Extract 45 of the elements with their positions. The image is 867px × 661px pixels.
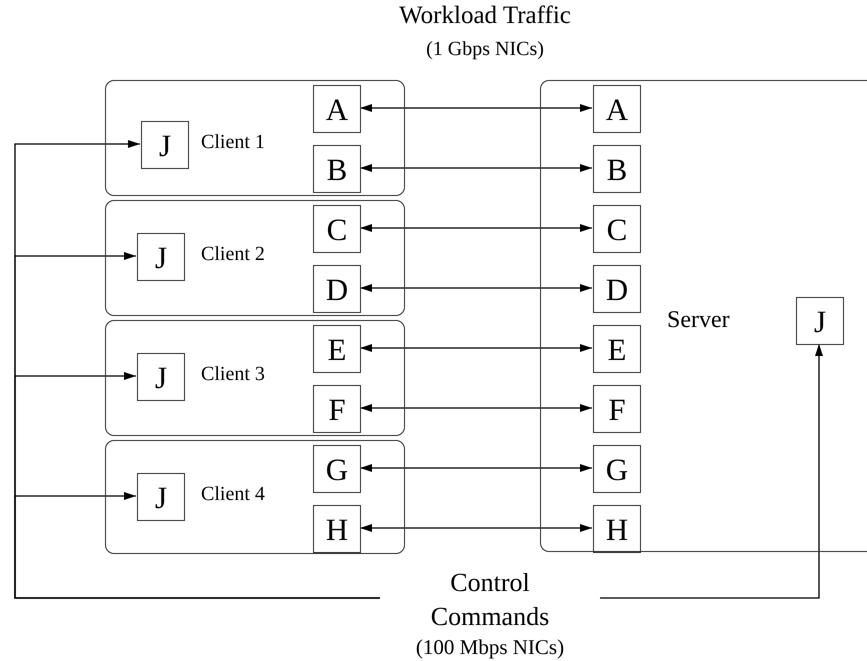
double-arrow [360, 344, 592, 352]
nic-box: E [593, 325, 641, 373]
nic-box: J [137, 233, 185, 281]
client-label: Client 4 [201, 483, 265, 506]
double-arrow [360, 464, 592, 472]
double-arrow [360, 164, 592, 172]
nic-box: C [313, 205, 361, 253]
nic-box: J [137, 353, 185, 401]
nic-box: D [593, 265, 641, 313]
server-box [540, 80, 867, 552]
network-label: Control Commands [430, 567, 550, 633]
double-arrow [360, 104, 592, 112]
nic-box: H [313, 505, 361, 553]
client-box [105, 320, 405, 436]
nic-box: G [313, 445, 361, 493]
arrow [600, 344, 823, 599]
nic-box: H [593, 505, 641, 553]
double-arrow [360, 404, 592, 412]
server-label: Server [667, 307, 730, 334]
nic-box: B [313, 145, 361, 193]
nic-box: A [313, 85, 361, 133]
subtitle: (1 Gbps NICs) [425, 38, 545, 61]
client-label: Client 3 [201, 363, 265, 386]
double-arrow [360, 524, 592, 532]
arrow [14, 492, 380, 599]
double-arrow [360, 224, 592, 232]
double-arrow [360, 284, 592, 292]
client-box [105, 440, 405, 554]
nic-box: J [137, 473, 185, 521]
nic-box: J [796, 297, 844, 345]
nic-box: A [593, 85, 641, 133]
client-label: Client 1 [201, 131, 265, 154]
nic-box: B [593, 145, 641, 193]
client-label: Client 2 [201, 243, 265, 266]
nic-box: F [593, 385, 641, 433]
title: Workload Traffic [398, 2, 572, 30]
nic-box: D [313, 265, 361, 313]
nic-box: J [141, 121, 189, 169]
nic-box: F [313, 385, 361, 433]
nic-box: C [593, 205, 641, 253]
client-box [105, 200, 405, 316]
network-note: (100 Mbps NICs) [416, 634, 564, 660]
client-box [105, 80, 405, 196]
nic-box: E [313, 325, 361, 373]
nic-box: G [593, 445, 641, 493]
